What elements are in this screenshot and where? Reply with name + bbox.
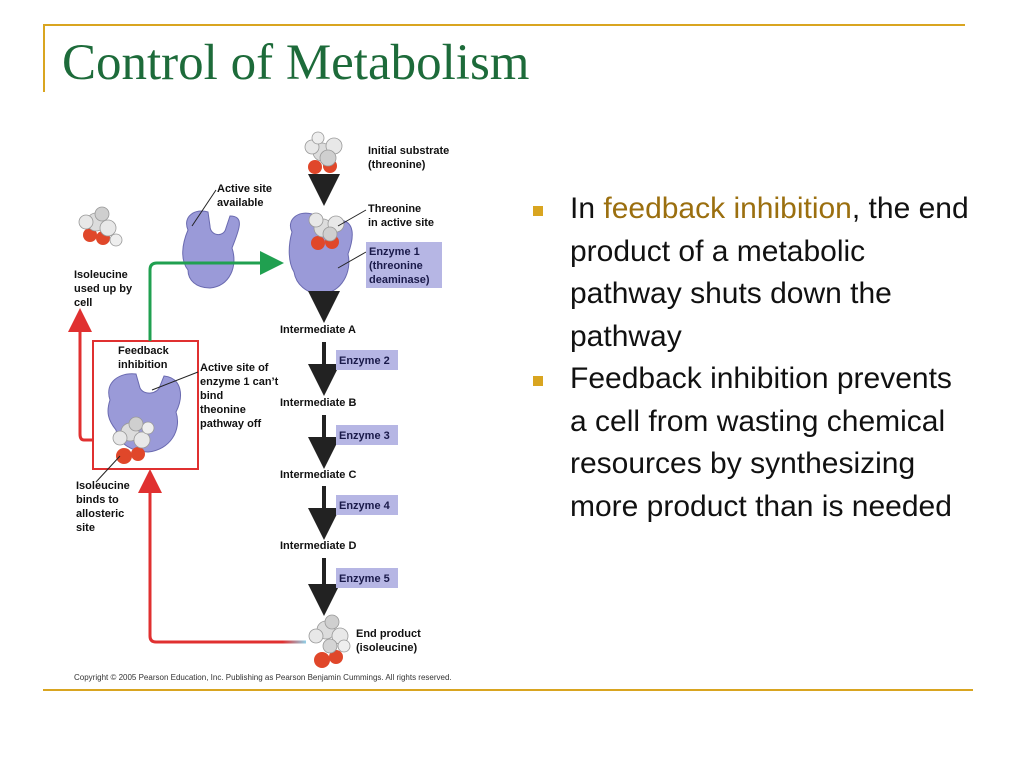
leader-threonine	[337, 209, 367, 227]
isoleucine-used-molecule-icon	[78, 206, 123, 247]
bullet-2-text: Feedback inhibition prevents a cell from…	[570, 362, 952, 523]
bullet-square-icon	[533, 376, 543, 386]
bullet-feedback-inhibition-purpose: Feedback inhibition prevents a cell from…	[533, 358, 973, 528]
enzyme-active-site-shape	[182, 210, 240, 289]
bullet-1-suffix: , the end product of a metabolic pathway…	[570, 192, 969, 353]
feedback-return-arrow	[138, 469, 306, 644]
enzyme-4-label: Enzyme 4	[339, 500, 391, 512]
threonine-bound-molecule-icon	[308, 212, 345, 250]
intermediate-b-label: Intermediate B	[280, 397, 356, 409]
feedback-inhibition-diagram: Initial substrate (threonine) Active sit…	[68, 131, 452, 682]
enzyme-5-label: Enzyme 5	[339, 573, 390, 585]
isoleucine-uptake-arrow	[68, 308, 93, 442]
intermediate-a-label: Intermediate A	[280, 324, 356, 336]
bullet-square-icon	[533, 206, 543, 216]
enzyme-3-label: Enzyme 3	[339, 430, 390, 442]
initial-substrate-label: Initial substrate (threonine)	[368, 145, 452, 171]
bullet-1-highlight: feedback inhibition	[603, 192, 852, 225]
enzyme-1-box	[366, 242, 442, 288]
threonine-active-site-label: Threonine in active site	[368, 203, 434, 229]
feedback-inhibition-label: Feedback inhibition	[118, 345, 172, 371]
enzyme-3-box	[336, 425, 398, 445]
frame-left-rule	[43, 24, 45, 92]
enzyme-activation-arrow	[148, 251, 284, 341]
leader-allosteric	[95, 455, 121, 483]
isoleucine-allosteric-molecule-icon	[112, 416, 155, 464]
bullet-list: In feedback inhibition, the end product …	[533, 188, 973, 528]
active-site-available-label: Active site available	[217, 183, 275, 209]
intermediate-d-label: Intermediate D	[280, 540, 356, 552]
bullet-1-prefix: In	[570, 192, 604, 225]
active-site-blocked-label: Active site of enzyme 1 can’t bind theon…	[200, 362, 281, 430]
enzyme-1-label: Enzyme 1 (threonine deaminase)	[369, 246, 430, 286]
leader-enzyme-1	[337, 251, 367, 269]
frame-bottom-rule	[43, 689, 973, 691]
slide-title: Control of Metabolism	[62, 35, 530, 91]
leader-active-site-blocked	[151, 371, 199, 391]
intermediate-c-label: Intermediate C	[280, 469, 356, 481]
leader-active-site	[191, 189, 217, 227]
enzyme-2-box	[336, 350, 398, 370]
isoleucine-binds-label: Isoleucine binds to allosteric site	[76, 480, 133, 534]
copyright-text: Copyright © 2005 Pearson Education, Inc.…	[74, 673, 452, 682]
end-product-label: End product (isoleucine)	[356, 628, 424, 654]
frame-top-rule	[43, 24, 965, 26]
isoleucine-used-label: Isoleucine used up by cell	[74, 269, 135, 309]
isoleucine-end-product-molecule-icon	[308, 614, 351, 668]
enzyme-2-label: Enzyme 2	[339, 355, 390, 367]
bullet-feedback-inhibition-definition: In feedback inhibition, the end product …	[533, 188, 973, 358]
enzyme-5-box	[336, 568, 398, 588]
enzyme-4-box	[336, 495, 398, 515]
threonine-molecule-icon	[304, 131, 343, 174]
